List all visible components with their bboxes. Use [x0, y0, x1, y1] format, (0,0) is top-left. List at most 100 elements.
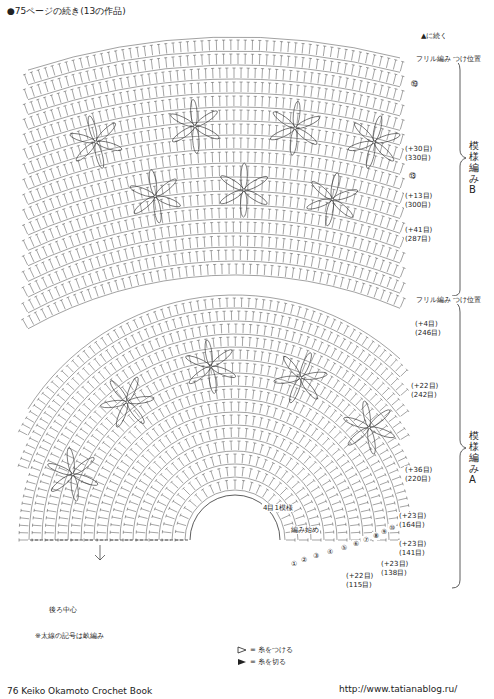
- callout-label: フリル編み つけ位置: [415, 296, 482, 304]
- motif-petal: [86, 115, 98, 142]
- callout-label: 4目1模様: [262, 504, 294, 512]
- callout-label: (138目): [380, 569, 408, 577]
- motif-petal: [243, 174, 269, 192]
- round-number: ③: [312, 552, 320, 560]
- motif-petal: [366, 428, 377, 455]
- motif-petal: [125, 401, 146, 425]
- flower-motif: [184, 339, 236, 393]
- motif-petal: [128, 395, 155, 405]
- motif-petal: [299, 377, 320, 401]
- callout-label: (141目): [398, 549, 426, 557]
- motif-petal: [94, 121, 117, 144]
- motif-petal: [148, 169, 158, 196]
- stitch-symbols: [18, 298, 410, 542]
- motif-petal: [269, 126, 295, 142]
- callout-label: (+23目): [398, 540, 427, 548]
- motif-petal: [129, 184, 156, 199]
- motif-petal: [132, 194, 156, 215]
- callout-label: (+23目): [380, 560, 409, 568]
- motif-petal: [361, 400, 372, 427]
- back-center-line: [30, 540, 190, 541]
- callout-label: (115目): [345, 581, 373, 589]
- flower-motif: [219, 163, 269, 217]
- motif-petal: [368, 408, 392, 430]
- callout-label: (+13目): [404, 192, 433, 200]
- flower-motif: [169, 99, 220, 153]
- flower-motif: [47, 447, 99, 501]
- motif-petal: [93, 142, 105, 169]
- callout-label: (242目): [410, 391, 438, 399]
- callout-label: (220目): [404, 475, 432, 483]
- flower-motif: [343, 400, 396, 454]
- callout-label: (+4目): [414, 320, 439, 328]
- motif-petal: [100, 399, 127, 409]
- motif-petal: [281, 354, 302, 378]
- flower-motif: [347, 115, 401, 169]
- callout-label: 編み始め: [290, 526, 320, 534]
- flower-motif: [273, 352, 327, 404]
- motif-petal: [241, 163, 248, 189]
- round-number: ①: [290, 560, 298, 568]
- motif-petal: [184, 354, 211, 370]
- motif-petal: [371, 115, 383, 142]
- round-number: ②: [300, 556, 308, 564]
- motif-petal: [219, 188, 245, 206]
- motif-petal: [204, 339, 214, 366]
- round-number: ⑥: [352, 540, 360, 548]
- motif-petal: [114, 402, 130, 429]
- flower-motif: [69, 115, 123, 169]
- motif-petal: [240, 191, 247, 217]
- motif-petal: [343, 415, 370, 430]
- round-number: ④: [326, 548, 334, 556]
- legend-text: = 糸をつける: [250, 645, 293, 655]
- callout-label: 後ろ中心: [48, 606, 78, 614]
- motif-petal: [192, 127, 200, 153]
- round-number: ⑦: [362, 536, 370, 544]
- motif-petal: [108, 379, 129, 403]
- callout-label: (+41目): [404, 226, 433, 234]
- legend-symbol: [238, 647, 246, 653]
- callout-label: (+23目): [398, 512, 427, 520]
- motif-petal: [96, 139, 123, 152]
- motif-petal: [171, 124, 196, 144]
- motif-petal: [295, 114, 321, 130]
- round-number: ⑲: [410, 80, 419, 88]
- round-number: ⑤: [340, 544, 348, 552]
- footer-text: 76 Keiko Okamoto Crochet Book: [6, 686, 153, 696]
- motif-petal: [369, 425, 396, 440]
- motif-petal: [125, 376, 141, 403]
- flower-motif: [269, 101, 321, 155]
- legend-symbol: [238, 659, 246, 665]
- callout-label: (300目): [404, 201, 432, 209]
- motif-petal: [298, 352, 314, 379]
- motif-petal: [208, 367, 218, 394]
- motif-petal: [194, 109, 219, 129]
- motif-petal: [271, 110, 296, 130]
- motif-petal: [364, 142, 376, 169]
- motif-petal: [72, 472, 99, 488]
- motif-petal: [331, 198, 355, 220]
- round-number: ⑬: [408, 172, 417, 180]
- motif-petal: [209, 348, 233, 369]
- page-title: ●75ページの続き(13の作品): [6, 6, 127, 16]
- center-ring: [190, 495, 280, 540]
- motif-petal: [210, 364, 237, 380]
- motif-petal: [374, 132, 401, 145]
- motif-petal: [301, 371, 328, 381]
- motif-petal: [155, 194, 182, 209]
- motif-petal: [72, 455, 96, 476]
- section-label: 模様編みB: [468, 140, 480, 195]
- flower-motif: [100, 376, 154, 429]
- callout-label: (164目): [398, 521, 426, 529]
- motif-petal: [332, 188, 359, 203]
- pattern-bracket: [452, 60, 466, 296]
- motif-petal: [346, 426, 370, 448]
- motif-petal: [373, 140, 396, 163]
- round-line: [28, 37, 400, 329]
- pattern-bracket: [452, 302, 466, 588]
- motif-petal: [219, 173, 245, 192]
- legend-text: = 糸を切る: [250, 657, 286, 667]
- flower-motif: [306, 172, 359, 226]
- motif-petal: [352, 121, 375, 144]
- motif-petal: [69, 132, 96, 145]
